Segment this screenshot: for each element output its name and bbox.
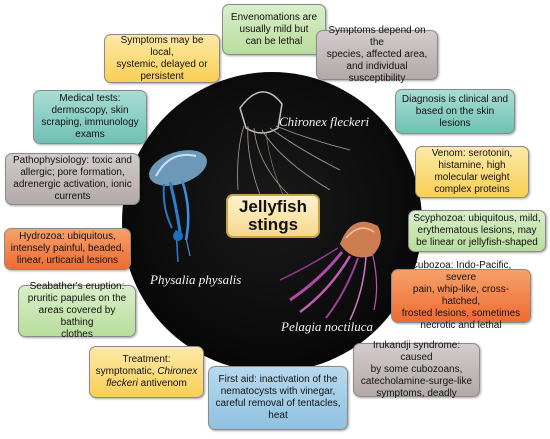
title-line-2: stings [247,215,299,234]
treatment-symptomatic: symptomatic, [95,366,155,377]
scyphozoa-line-2: erythematous lesions, may [417,225,537,236]
treatment-fleckeri: fleckeri [106,378,138,389]
irukandji-line-1: Irukandji syndrome: caused [372,340,461,363]
symptoms-depend-line-1: Symptoms depend on the [328,25,426,48]
pelagia-label: Pelagia noctiluca [281,319,374,334]
pathophysiology-line-4: currents [54,191,91,202]
diagnosis-line-2: based on the skin [415,105,495,117]
symptoms-local-line-2: systemic, delayed or [116,58,208,70]
first-aid-box: First aid: inactivation of the nematocys… [208,366,348,430]
medical-tests-box: Medical tests: dermoscopy, skin scraping… [33,90,147,144]
seabather-line-1: Seabather's eruption: [29,281,125,292]
envenomations-line-2: usually mild but [239,23,309,35]
hydrozoa-line-2: intensely painful, beaded, [10,243,125,254]
cubozoa-box: Cubozoa: Indo-Pacific, severe pain, whip… [391,260,531,331]
scyphozoa-line-1: Scyphozoa: ubiquitous, mild, [413,213,541,224]
cubozoa-line-2: pain, whip-like, cross-hatched, [412,284,510,307]
title-line-1: Jellyfish [238,197,308,216]
cubozoa-line-4: necrotic and lethal [420,320,502,331]
first-aid-line-3: careful removal of tentacles, [215,398,341,409]
first-aid-line-1: First aid: inactivation of the [218,374,338,385]
pathophysiology-line-2: allergic; pore formation, [20,167,125,178]
venom-line-4: complex proteins [434,184,510,195]
treatment-antivenom: antivenom [137,378,187,389]
pathophysiology-line-1: Pathophysiology: toxic and [13,155,132,166]
seabather-line-2: pruritic papules on the [27,293,127,304]
medical-tests-line-2: dermoscopy, skin [51,105,129,116]
hydrozoa-box: Hydrozoa: ubiquitous, intensely painful,… [4,228,131,270]
venom-box: Venom: serotonin, histamine, high molecu… [415,146,529,198]
pathophysiology-box: Pathophysiology: toxic and allergic; por… [5,153,140,205]
diagram-title: Jellyfish stings [226,194,320,238]
venom-line-2: histamine, high [438,160,506,171]
envenomations-box: Envenomations are usually mild but can b… [222,4,326,55]
seabather-line-3: areas covered by bathing [38,305,116,328]
irukandji-box: Irukandji syndrome: caused by some cuboz… [353,340,480,399]
treatment-box: Treatment: symptomatic, Chironex flecker… [89,346,204,398]
symptoms-depend-box: Symptoms depend on the species, affected… [316,25,438,84]
cubozoa-line-1: Cubozoa: Indo-Pacific, severe [410,260,512,283]
irukandji-line-2: by some cubozoans, [370,364,463,375]
symptoms-depend-line-4: susceptibility [348,73,406,84]
envenomations-line-3: can be lethal [245,35,303,47]
symptoms-local-line-3: persistent [140,70,184,82]
scyphozoa-line-3: be linear or jellyfish-shaped [416,237,538,248]
first-aid-line-4: heat [268,410,288,421]
pathophysiology-line-3: adrenergic activation, ionic [13,179,132,190]
medical-tests-line-1: Medical tests: [59,93,121,104]
treatment-chironex: Chironex [157,366,198,377]
symptoms-depend-line-2: species, affected area, [326,49,428,60]
diagnosis-line-1: Diagnosis is clinical and [401,93,509,105]
first-aid-line-2: nematocysts with vinegar, [220,386,336,397]
diagnosis-box: Diagnosis is clinical and based on the s… [395,89,515,134]
hydrozoa-line-3: linear, urticarial lesions [16,255,119,266]
symptoms-local-box: Symptoms may be local, systemic, delayed… [104,34,220,83]
scyphozoa-box: Scyphozoa: ubiquitous, mild, erythematou… [408,210,546,252]
medical-tests-line-4: exams [75,129,105,140]
physalia-label: Physalia physalis [150,272,242,287]
symptoms-local-line-1: Symptoms may be local, [120,34,204,58]
irukandji-line-4: symptoms, deadly [376,388,457,399]
chironex-label: Chironex fleckeri [279,114,370,129]
venom-line-3: molecular weight [434,172,510,183]
treatment-line-2: symptomatic, Chironex [96,366,198,378]
treatment-line-3: fleckeri antivenom [96,378,198,390]
seabather-line-4: clothes [61,329,93,340]
venom-line-1: Venom: serotonin, [431,148,513,159]
irukandji-line-3: catecholamine-surge-like [360,376,473,387]
cubozoa-line-3: frosted lesions, sometimes [401,308,521,319]
hydrozoa-line-1: Hydrozoa: ubiquitous, [19,231,116,242]
treatment-line-1: Treatment: [122,354,171,365]
envenomations-line-1: Envenomations are [230,11,318,23]
seabather-box: Seabather's eruption: pruritic papules o… [18,281,136,340]
symptoms-depend-line-3: and individual [346,61,408,72]
medical-tests-line-3: scraping, immunology [41,117,139,128]
diagnosis-line-3: lesions [439,117,471,129]
